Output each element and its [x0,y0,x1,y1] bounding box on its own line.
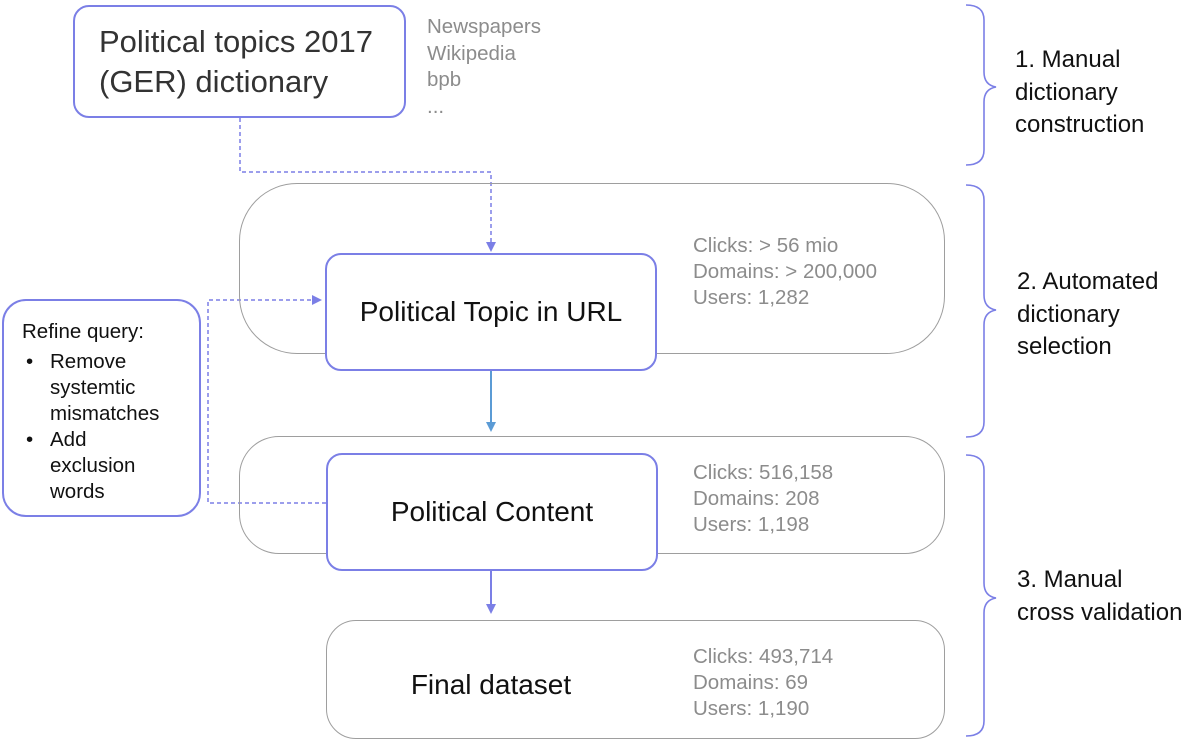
stat-domains: Domains: 208 [693,487,820,510]
stat-clicks: Clicks: 516,158 [693,461,834,484]
dictionary-box: Political topics 2017 (GER) dictionary [73,5,406,118]
refine-item: Add exclusion words [22,427,189,505]
source-item: Newspapers [427,15,541,38]
refine-item-line: words [50,480,105,503]
stage-topic-box: Political Topic in URL [325,253,657,371]
refine-loop-connector [207,295,326,504]
refine-item-line: systemtic [50,376,136,399]
refine-item-line: mismatches [50,402,160,425]
phase-2-brace [965,184,997,438]
phase-3-label: 3. Manual cross validation [1017,564,1200,629]
stage-final-container [326,620,945,739]
phase-3-brace [965,454,997,737]
phase-line: cross validation [1017,598,1183,626]
stat-users: Users: 1,198 [693,513,810,536]
refine-item-line: Remove [50,350,127,373]
stage-content-stats: Clicks: 516,158 Domains: 208 Users: 1,19… [693,460,943,538]
phase-line: 2. Automated [1017,268,1159,295]
dictionary-title-line2: (GER) dictionary [99,63,329,99]
dictionary-title-line1: Political topics 2017 [99,23,373,59]
source-item: Wikipedia [427,41,516,65]
refine-query-title: Refine query: [22,320,144,343]
stage-final-stats: Clicks: 493,714 Domains: 69 Users: 1,190 [693,644,943,722]
stage-topic-label: Political Topic in URL [359,296,623,327]
stage-content-label: Political Content [390,496,594,527]
stat-domains: Domains: 69 [693,671,809,694]
stat-clicks: Clicks: 493,714 [693,645,834,668]
phase-1-brace [965,4,997,166]
refine-query-list: Remove systemtic mismatches Add exclusio… [22,349,189,505]
dictionary-to-topic-connector [239,118,496,252]
phase-line: construction [1015,111,1145,138]
stat-users: Users: 1,190 [693,697,810,720]
source-item: bpb [427,68,462,91]
phase-2-label: 2. Automated dictionary selection [1017,266,1200,364]
refine-query-box: Refine query: Remove systemtic mismatche… [2,299,201,517]
stat-users: Users: 1,282 [693,286,810,309]
phase-line: selection [1017,333,1112,360]
refine-item-line: exclusion [50,454,136,477]
source-item: ... [427,94,445,118]
phase-line: 1. Manual [1015,46,1121,73]
stage-final-label-wrap: Final dataset [326,660,656,710]
phase-1-label: 1. Manual dictionary construction [1015,44,1200,142]
refine-item-line: Add [50,428,87,451]
stage-content-box: Political Content [326,453,658,571]
phase-line: 3. Manual [1017,566,1123,593]
stage-topic-stats: Clicks: > 56 mio Domains: > 200,000 User… [693,233,943,311]
stage-final-label: Final dataset [410,669,572,700]
phase-line: dictionary [1015,78,1118,106]
phase-line: dictionary [1017,300,1120,328]
dictionary-sources: Newspapers Wikipedia bpb ... [427,14,627,120]
refine-item: Remove systemtic mismatches [22,349,189,427]
stat-domains: Domains: > 200,000 [693,260,878,283]
stat-clicks: Clicks: > 56 mio [693,234,839,257]
